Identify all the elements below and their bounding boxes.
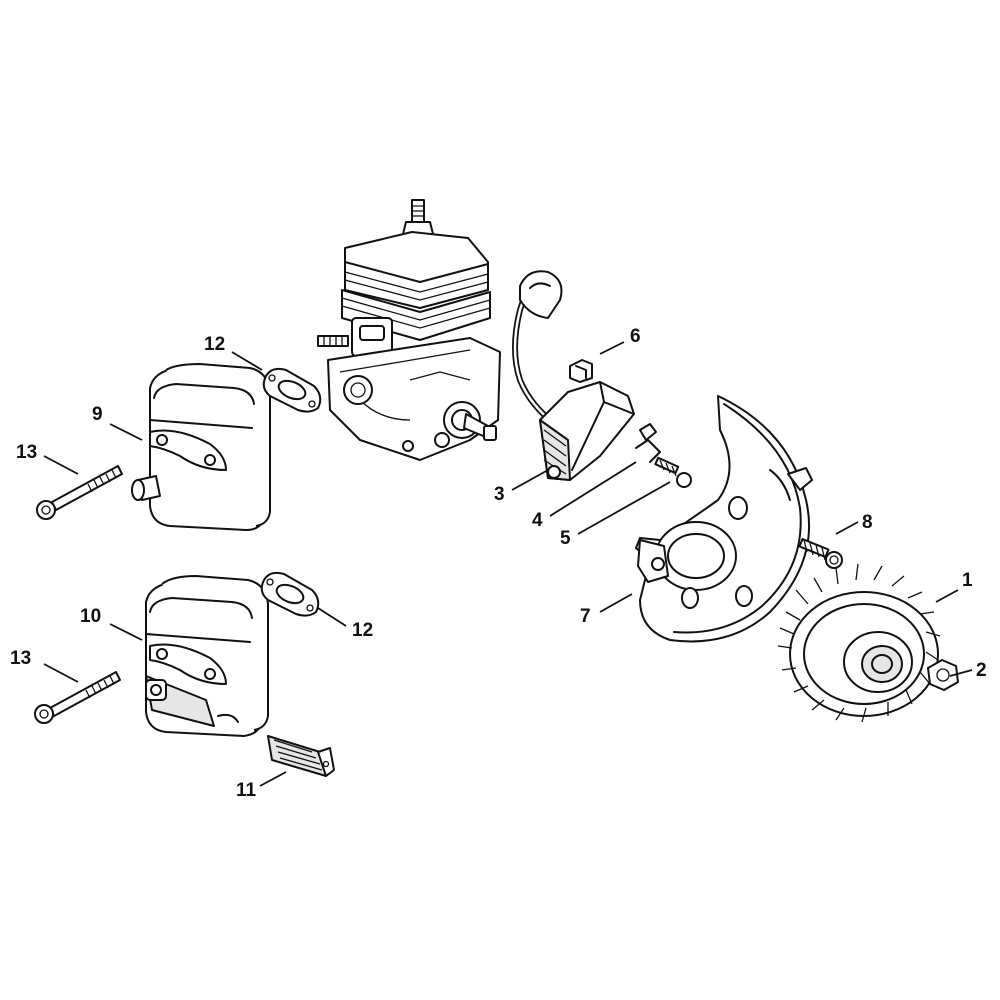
part-5-screw bbox=[654, 456, 692, 488]
callout-13-lower: 13 bbox=[10, 648, 31, 669]
callout-6: 6 bbox=[630, 326, 641, 347]
fan-shroud bbox=[635, 395, 813, 643]
muffler-10 bbox=[145, 575, 269, 737]
part-2-nut bbox=[927, 659, 959, 691]
part-6-clip bbox=[569, 359, 593, 383]
engine-cylinder bbox=[317, 199, 501, 461]
callout-12-upper: 12 bbox=[204, 334, 225, 355]
callout-numbers: 1 2 3 4 5 6 7 8 9 10 11 12 12 13 13 bbox=[10, 326, 987, 801]
callout-1: 1 bbox=[962, 570, 973, 591]
screen-11 bbox=[267, 735, 335, 777]
callout-13-upper: 13 bbox=[16, 442, 37, 463]
gasket-12-lower bbox=[260, 571, 320, 617]
part-8-screw bbox=[798, 538, 843, 569]
ignition-module bbox=[512, 270, 635, 481]
muffler-9 bbox=[131, 363, 271, 531]
callout-10: 10 bbox=[80, 606, 101, 627]
callout-9: 9 bbox=[92, 404, 103, 425]
callout-12-lower: 12 bbox=[352, 620, 373, 641]
bolt-13-lower bbox=[34, 671, 121, 724]
callout-8: 8 bbox=[862, 512, 873, 533]
callout-3: 3 bbox=[494, 484, 505, 505]
callout-2: 2 bbox=[976, 660, 987, 681]
callout-4: 4 bbox=[532, 510, 543, 531]
part-4-spring bbox=[635, 423, 661, 463]
callout-7: 7 bbox=[580, 606, 591, 627]
flywheel bbox=[777, 563, 941, 723]
gasket-12-upper bbox=[262, 367, 322, 413]
leader-lines bbox=[43, 341, 973, 787]
callout-5: 5 bbox=[560, 528, 571, 549]
bolt-13-upper bbox=[36, 465, 123, 520]
callout-11: 11 bbox=[236, 780, 257, 801]
